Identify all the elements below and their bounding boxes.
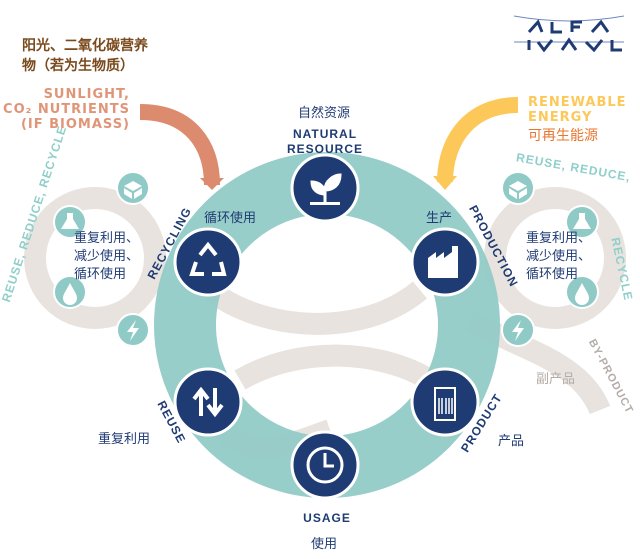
- renewable-arrow: [437, 97, 519, 183]
- alfa-laval-logo: [514, 12, 624, 52]
- natural-label-en-2: RESOURCE: [287, 142, 363, 156]
- byproduct-label-cn: 副产品: [536, 372, 576, 387]
- left-loop-cn-3: 循环使用: [74, 267, 127, 282]
- sunlight-cn-2: 物（若为生物质）: [22, 58, 134, 74]
- sunlight-cn-1: 阳光、二氧化碳营养: [22, 38, 148, 54]
- natural-label-en-1: NATURAL: [293, 127, 357, 141]
- barcode-tag-icon: [434, 387, 456, 421]
- sunlight-en-2: CO₂ NUTRIENTS: [3, 102, 130, 117]
- right-loop-arrow: [484, 187, 626, 329]
- recycle-icon: [189, 241, 227, 276]
- recycling-node: [173, 227, 243, 297]
- reuse-node: [173, 367, 243, 437]
- production-label-cn: 生产: [426, 211, 453, 226]
- flow-arrow: [234, 344, 436, 390]
- usage-label-cn: 使用: [311, 537, 338, 552]
- clock-icon: [306, 446, 344, 484]
- reuse-label-cn: 重复利用: [98, 432, 151, 447]
- node-glyphs: [189, 173, 458, 484]
- usage-label-en: USAGE: [303, 511, 351, 525]
- renewable-en-1: RENEWABLE: [528, 95, 627, 110]
- sunlight-en: SUNLIGHT, CO₂ NUTRIENTS (IF BIOMASS): [3, 87, 130, 132]
- sunlight-arrow: [139, 104, 220, 186]
- product-node: [410, 367, 480, 437]
- renewable-arrowhead: [433, 176, 457, 190]
- flow-arrow: [203, 281, 428, 335]
- logo-mark: [514, 15, 624, 52]
- sunlight-arrowhead: [200, 178, 224, 190]
- loop-glyphs: [61, 181, 591, 341]
- renewable-cn: 可再生能源: [528, 128, 598, 144]
- reuse-arrows-icon: [192, 386, 224, 418]
- right-loop-cn: 重复利用、 减少使用、 循环使用: [526, 230, 591, 284]
- sprout-icon: [310, 173, 342, 205]
- left-loop-cn-1: 重复利用、: [74, 231, 140, 246]
- right-loop-cn-3: 循环使用: [526, 267, 579, 282]
- right-loop-cn-1: 重复利用、: [526, 231, 592, 246]
- cycle-nodes: [173, 153, 480, 500]
- right-loop-cn-2: 减少使用、: [526, 249, 592, 264]
- left-loop-cn-2: 减少使用、: [74, 249, 140, 264]
- left-loop-arrow: [24, 187, 166, 329]
- sunlight-en-3: (IF BIOMASS): [20, 117, 130, 132]
- product-label-cn: 产品: [498, 434, 525, 449]
- natural-label-cn: 自然资源: [298, 106, 351, 121]
- recycling-label-cn: 循环使用: [204, 211, 257, 226]
- renewable-en: RENEWABLE ENERGY: [528, 95, 627, 125]
- renewable-en-2: ENERGY: [528, 110, 593, 125]
- factory-icon: [428, 246, 458, 278]
- sunlight-en-1: SUNLIGHT,: [43, 87, 130, 102]
- right-loop-label-en-1: REUSE, REDUCE,: [515, 150, 632, 184]
- left-loop-cn: 重复利用、 减少使用、 循环使用: [74, 230, 139, 284]
